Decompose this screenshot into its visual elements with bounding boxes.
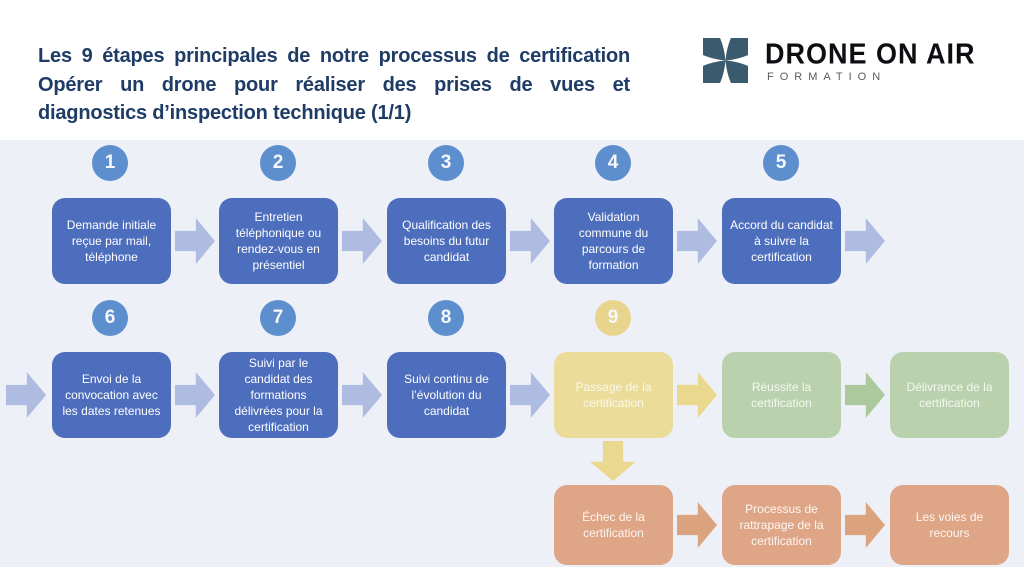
outcome-box-success-2: Délivrance de la certification (890, 352, 1009, 438)
step-box-1: Demande initiale reçue par mail, télépho… (52, 198, 171, 284)
step-number-5: 5 (763, 145, 799, 181)
step-number-9: 9 (595, 300, 631, 336)
title-line-1: Les 9 étapes principales de notre proces… (38, 45, 630, 67)
title-line-3: diagnostics d’inspection technique (1/1) (38, 102, 412, 124)
step-number-1: 1 (92, 145, 128, 181)
arrow-right-icon (845, 372, 885, 418)
step-box-7: Suivi par le candidat des formations dél… (219, 352, 338, 438)
step-number-3: 3 (428, 145, 464, 181)
outcome-box-failure-2: Processus de rattrapage de la certificat… (722, 485, 841, 565)
arrow-right-icon (677, 218, 717, 264)
page-title: Les 9 étapes principales de notre proces… (38, 42, 630, 128)
arrow-right-icon (342, 218, 382, 264)
arrow-right-icon (510, 218, 550, 264)
step-box-5: Accord du candidat à suivre la certifica… (722, 198, 841, 284)
arrow-right-icon (845, 502, 885, 548)
drone-on-air-logo: DRONE ON AIR FORMATION (703, 37, 1003, 97)
step-box-4: Validation commune du parcours de format… (554, 198, 673, 284)
logo-subtitle-text: FORMATION (767, 71, 887, 83)
arrow-right-icon (342, 372, 382, 418)
logo-brand-text: DRONE ON AIR (765, 38, 976, 70)
arrow-down-icon (590, 441, 636, 481)
step-number-8: 8 (428, 300, 464, 336)
outcome-box-success-1: Réussite la certification (722, 352, 841, 438)
arrow-right-icon (6, 372, 46, 418)
step-number-4: 4 (595, 145, 631, 181)
arrow-right-icon (845, 218, 885, 264)
step-number-7: 7 (260, 300, 296, 336)
outcome-box-failure-3: Les voies de recours (890, 485, 1009, 565)
arrow-right-icon (175, 218, 215, 264)
arrow-right-icon (677, 502, 717, 548)
step-number-2: 2 (260, 145, 296, 181)
arrow-right-icon (175, 372, 215, 418)
propeller-x-icon (703, 38, 748, 83)
step-box-2: Entretien téléphonique ou rendez-vous en… (219, 198, 338, 284)
step-box-6: Envoi de la convocation avec les dates r… (52, 352, 171, 438)
arrow-right-icon (510, 372, 550, 418)
process-diagram-canvas: 1 2 3 4 5 Demande initiale reçue par mai… (0, 140, 1024, 567)
step-number-6: 6 (92, 300, 128, 336)
step-box-8: Suivi continu de l’évolution du candidat (387, 352, 506, 438)
step-box-9: Passage de la certification (554, 352, 673, 438)
arrow-right-icon (677, 372, 717, 418)
outcome-box-failure-1: Échec de la certification (554, 485, 673, 565)
slide-header: Les 9 étapes principales de notre proces… (0, 0, 1024, 140)
step-box-3: Qualification des besoins du futur candi… (387, 198, 506, 284)
title-line-2: Opérer un drone pour réaliser des prises… (38, 73, 630, 96)
